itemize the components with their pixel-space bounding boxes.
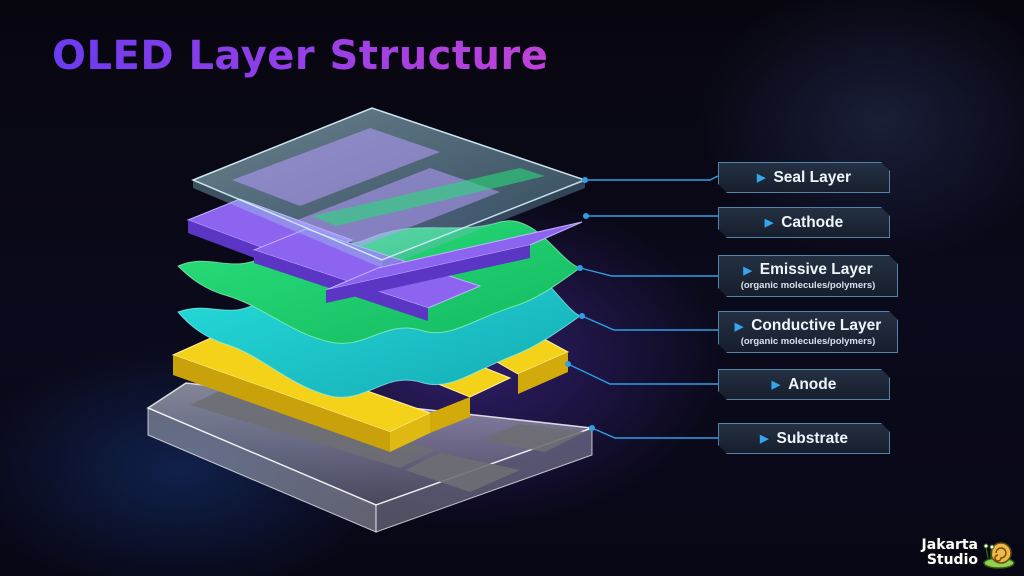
play-triangle-icon: ▶ xyxy=(756,172,766,184)
snail-icon xyxy=(983,542,1015,569)
leader-dot-emissive xyxy=(577,265,583,271)
leader-dots xyxy=(565,177,595,431)
label-text: Conductive Layer xyxy=(751,317,882,334)
label-substrate: ▶ Substrate xyxy=(718,423,890,454)
play-triangle-icon: ▶ xyxy=(734,320,744,333)
label-text: Cathode xyxy=(781,213,844,231)
leader-line-anode xyxy=(567,363,718,385)
label-text: Seal Layer xyxy=(773,168,852,186)
page-title: OLED Layer Structure xyxy=(52,33,549,79)
watermark-line-2: Studio xyxy=(926,552,978,568)
seal-layer xyxy=(191,107,588,268)
leader-dot-anode xyxy=(565,361,571,367)
label-subtext: (organic molecules/polymers) xyxy=(740,280,876,291)
watermark-text: Jakarta Studio xyxy=(922,538,978,567)
play-triangle-icon: ▶ xyxy=(760,433,769,445)
label-anode: ▶ Anode xyxy=(718,369,890,400)
leader-dot-substrate xyxy=(589,425,595,431)
watermark-line-1: Jakarta xyxy=(921,537,978,554)
leader-dot-cathode xyxy=(583,213,589,219)
label-text: Emissive Layer xyxy=(759,261,873,278)
leader-line-emissive xyxy=(579,267,718,277)
leader-line-substrate xyxy=(591,427,718,439)
label-seal-layer: ▶ Seal Layer xyxy=(718,162,890,193)
label-cathode: ▶ Cathode xyxy=(718,207,890,238)
play-triangle-icon: ▶ xyxy=(743,264,752,277)
label-emissive-layer: ▶ Emissive Layer (organic molecules/polym… xyxy=(718,255,898,297)
cathode-layer xyxy=(186,198,583,321)
leader-dot-seal xyxy=(582,177,588,183)
leader-lines xyxy=(567,175,720,439)
watermark: Jakarta Studio xyxy=(922,536,1016,570)
leader-dot-conductive xyxy=(579,313,585,319)
play-triangle-icon: ▶ xyxy=(771,379,781,391)
label-subtext: (organic molecules/polymers) xyxy=(740,336,876,347)
label-text: Substrate xyxy=(776,429,848,447)
leader-line-seal xyxy=(585,175,719,181)
label-text: Anode xyxy=(788,375,837,393)
label-conductive-layer: ▶ Conductive Layer (organic molecules/pol… xyxy=(718,311,898,353)
leader-line-conductive xyxy=(581,315,718,331)
play-triangle-icon: ▶ xyxy=(764,217,774,229)
